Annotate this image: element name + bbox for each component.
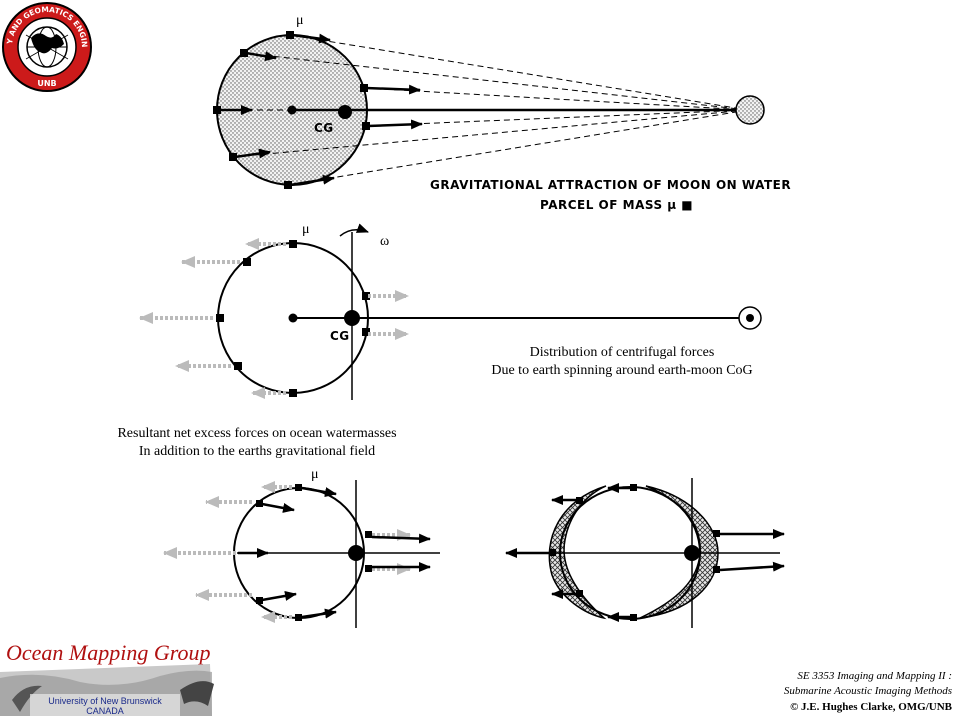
diagram-gravitational-attraction: CG μ GRAVITATIONAL ATTRACTION OF MOON ON… (213, 13, 791, 212)
diagram2-caption-line2: Due to earth spinning around earth-moon … (491, 363, 752, 378)
diagram1-caption-line1: GRAVITATIONAL ATTRACTION OF MOON ON WATE… (430, 178, 791, 192)
mu-label: μ (296, 13, 304, 28)
water-parcels (213, 31, 370, 189)
diagram2-caption-line1: Distribution of centrifugal forces (530, 345, 715, 360)
omega-label: ω (380, 234, 389, 249)
cg-label-2: CG (330, 329, 350, 343)
left-tidal-bulge (548, 485, 607, 620)
group-name: Ocean Mapping Group (6, 640, 211, 665)
unb-logo: GEODESY AND GEOMATICS ENGINEERING UNB (0, 0, 92, 92)
water-parcels-3 (256, 484, 372, 621)
globe-icon (25, 26, 69, 68)
diagram-resultant-forces: Resultant net excess forces on ocean wat… (117, 426, 785, 628)
diagram1-caption-line2: PARCEL OF MASS μ ■ (540, 198, 693, 212)
moon-circle (735, 95, 765, 125)
diagram-centrifugal-forces: ω CG μ Distribution of centrifugal (139, 222, 762, 400)
logo-bottom-text: UNB (37, 79, 56, 88)
cg-dot-3 (348, 545, 364, 561)
tidal-bulge-panel (505, 478, 785, 628)
course-line1: SE 3353 Imaging and Mapping II : (797, 670, 952, 682)
course-credit: SE 3353 Imaging and Mapping II : Submari… (784, 670, 953, 713)
rotation-arrow (339, 223, 369, 237)
diagram3-caption-line1: Resultant net excess forces on ocean wat… (117, 426, 396, 441)
university-name: University of New Brunswick (48, 696, 162, 706)
water-parcels-4 (549, 484, 720, 621)
mu-label-2: μ (302, 222, 310, 237)
bulge-force-arrows (505, 483, 785, 622)
water-parcels-2 (216, 240, 370, 397)
centrifugal-force-arrows (139, 238, 409, 399)
course-line2: Submarine Acoustic Imaging Methods (784, 685, 952, 697)
center-of-gravity-dot (338, 105, 352, 119)
cg-dot-2 (344, 310, 360, 326)
resultant-grey-arrows (163, 481, 411, 623)
omg-footer-logo: Ocean Mapping Group University of New Br… (0, 640, 214, 716)
gravity-force-arrows (219, 33, 423, 187)
copyright: © J.E. Hughes Clarke, OMG/UNB (790, 701, 953, 713)
country-name: CANADA (86, 706, 124, 716)
diagram3-caption-line2: In addition to the earths gravitational … (139, 444, 375, 459)
resultant-black-arrows (238, 486, 431, 619)
mu-label-3: μ (311, 467, 319, 482)
cg-label: CG (314, 121, 334, 135)
